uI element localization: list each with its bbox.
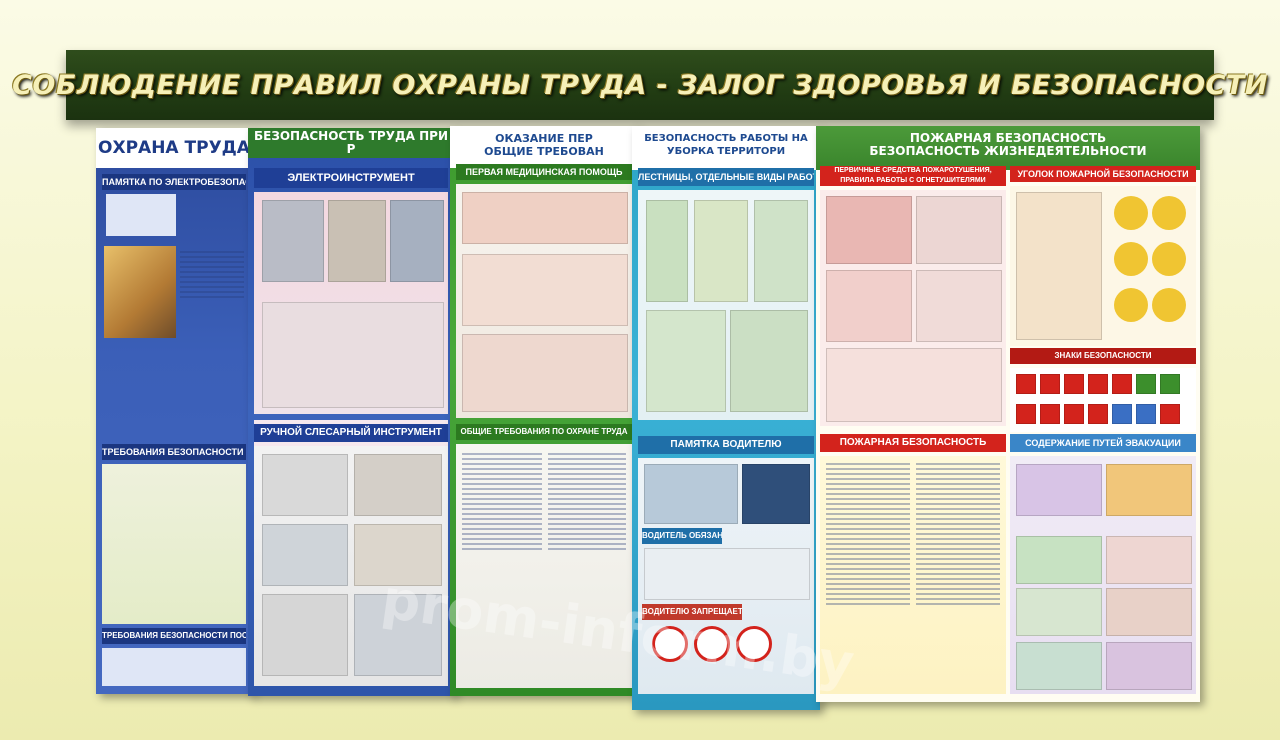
work-rules-block <box>102 464 246 624</box>
poster-subtitle: ПАМЯТКА ВОДИТЕЛЮ <box>638 436 814 454</box>
poster-subtitle: СОДЕРЖАНИЕ ПУТЕЙ ЭВАКУАЦИИ <box>1010 434 1196 452</box>
fire-safety-text <box>820 456 1006 694</box>
poster-title: БЕЗОПАСНОСТЬ ЖИЗНЕДЕЯТЕЛЬНОСТИ <box>869 144 1147 158</box>
safety-signs-grid <box>1010 368 1196 432</box>
title-banner: СОБЛЮДЕНИЕ ПРАВИЛ ОХРАНЫ ТРУДА - ЗАЛОГ З… <box>12 50 1267 120</box>
poster-title: ОХРАНА ТРУДА <box>96 128 252 168</box>
poster-title: УБОРКА ТЕРРИТОРИ <box>666 146 786 157</box>
poster-title-block: ПОЖАРНАЯ БЕЗОПАСНОСТЬ БЕЗОПАСНОСТЬ ЖИЗНЕ… <box>816 126 1200 170</box>
fire-sign-icon <box>1088 404 1108 424</box>
after-work-block <box>102 648 246 686</box>
poster-title: ПОЖАРНАЯ БЕЗОПАСНОСТЬ <box>909 131 1107 145</box>
fire-sign-icon <box>1016 404 1036 424</box>
poster-occupational-safety: ОХРАНА ТРУДА ПАМЯТКА ПО ЭЛЕКТРОБЕЗОПАСНО… <box>96 128 252 694</box>
poster-title-block: ОКАЗАНИЕ ПЕР ОБЩИЕ ТРЕБОВАН <box>450 126 638 168</box>
driver-memo-section: ВОДИТЕЛЬ ОБЯЗАН: ВОДИТЕЛЮ ЗАПРЕЩАЕТСЯ <box>638 458 814 694</box>
evacuation-section <box>1010 456 1196 694</box>
poster-first-aid: ОКАЗАНИЕ ПЕР ОБЩИЕ ТРЕБОВАН ПЕРВАЯ МЕДИЦ… <box>450 126 638 696</box>
warning-circle-icon <box>1114 288 1148 322</box>
exit-sign-icon <box>1160 374 1180 394</box>
poster-subtitle: ТРЕБОВАНИЯ БЕЗОПАСНОСТИ ВО ВРЕМЯ РАБОТЫ <box>102 444 246 460</box>
warning-circle-icon <box>1152 196 1186 230</box>
fire-sign-icon <box>1112 374 1132 394</box>
prohibition-sign-icon <box>652 626 688 662</box>
poster-subtitle: ПАМЯТКА ПО ЭЛЕКТРОБЕЗОПАСНОСТИ <box>102 174 246 190</box>
poster-subtitle: ПЕРВАЯ МЕДИЦИНСКАЯ ПОМОЩЬ <box>456 164 632 180</box>
text-block <box>180 248 244 301</box>
worker-illustration <box>104 246 176 338</box>
poster-subtitle: УГОЛОК ПОЖАРНОЙ БЕЗОПАСНОСТИ <box>1010 166 1196 182</box>
prohibition-sign-icon <box>694 626 730 662</box>
poster-subtitle: ПОЖАРНАЯ БЕЗОПАСНОСТЬ <box>820 434 1006 452</box>
fire-sign-icon <box>1040 404 1060 424</box>
poster-title: ОБЩИЕ ТРЕБОВАН <box>484 145 604 158</box>
driver-must-label: ВОДИТЕЛЬ ОБЯЗАН: <box>642 528 722 544</box>
poster-title-block: БЕЗОПАСНОСТЬ РАБОТЫ НА УБОРКА ТЕРРИТОРИ <box>632 126 820 170</box>
fire-sign-icon <box>1040 374 1060 394</box>
warning-illustration <box>106 194 176 236</box>
mandatory-sign-icon <box>1136 404 1156 424</box>
exit-sign-icon <box>1136 374 1156 394</box>
warning-circle-icon <box>1114 242 1148 276</box>
hand-tools-section <box>254 446 448 686</box>
extinguishers-section <box>820 190 1006 426</box>
fire-sign-icon <box>1016 374 1036 394</box>
fire-sign-icon <box>1064 404 1084 424</box>
poster-subtitle: РУЧНОЙ СЛЕСАРНЫЙ ИНСТРУМЕНТ <box>254 424 448 442</box>
fire-sign-icon <box>1064 374 1084 394</box>
poster-subtitle: ЗНАКИ БЕЗОПАСНОСТИ <box>1010 348 1196 364</box>
poster-driver-safety: БЕЗОПАСНОСТЬ РАБОТЫ НА УБОРКА ТЕРРИТОРИ … <box>632 126 820 710</box>
poster-subtitle: ЭЛЕКТРОИНСТРУМЕНТ <box>254 168 448 188</box>
poster-subtitle: ЛЕСТНИЦЫ, ОТДЕЛЬНЫЕ ВИДЫ РАБОТ <box>638 168 814 186</box>
prohibition-sign-icon <box>736 626 772 662</box>
warning-circle-icon <box>1152 288 1186 322</box>
poster-subtitle: ОБЩИЕ ТРЕБОВАНИЯ ПО ОХРАНЕ ТРУДА <box>456 424 632 440</box>
poster-work-safety: БЕЗОПАСНОСТЬ ТРУДА ПРИ Р ЭЛЕКТРОИНСТРУМЕ… <box>248 128 454 696</box>
fire-sign-icon <box>1160 404 1180 424</box>
power-tools-section <box>254 192 448 414</box>
warning-circle-icon <box>1114 196 1148 230</box>
warning-circle-icon <box>1152 242 1186 276</box>
poster-title: БЕЗОПАСНОСТЬ ТРУДА ПРИ Р <box>248 128 454 158</box>
banner-title: СОБЛЮДЕНИЕ ПРАВИЛ ОХРАНЫ ТРУДА - ЗАЛОГ З… <box>12 69 1268 101</box>
poster-fire-safety: ПОЖАРНАЯ БЕЗОПАСНОСТЬ БЕЗОПАСНОСТЬ ЖИЗНЕ… <box>816 126 1200 702</box>
poster-title: БЕЗОПАСНОСТЬ РАБОТЫ НА <box>644 133 808 144</box>
driver-forbidden-label: ВОДИТЕЛЮ ЗАПРЕЩАЕТСЯ <box>642 604 742 620</box>
poster-title: ОКАЗАНИЕ ПЕР <box>495 132 593 145</box>
first-aid-section <box>456 184 632 418</box>
poster-subtitle: ТРЕБОВАНИЯ БЕЗОПАСНОСТИ ПОСЛЕ ОКОНЧАНИЯ … <box>102 628 246 644</box>
fire-sign-icon <box>1088 374 1108 394</box>
general-requirements-section <box>456 444 632 688</box>
ladders-section <box>638 190 814 420</box>
mandatory-sign-icon <box>1112 404 1132 424</box>
poster-subtitle: ПЕРВИЧНЫЕ СРЕДСТВА ПОЖАРОТУШЕНИЯ, ПРАВИЛ… <box>820 166 1006 186</box>
fire-corner-section <box>1010 186 1196 346</box>
